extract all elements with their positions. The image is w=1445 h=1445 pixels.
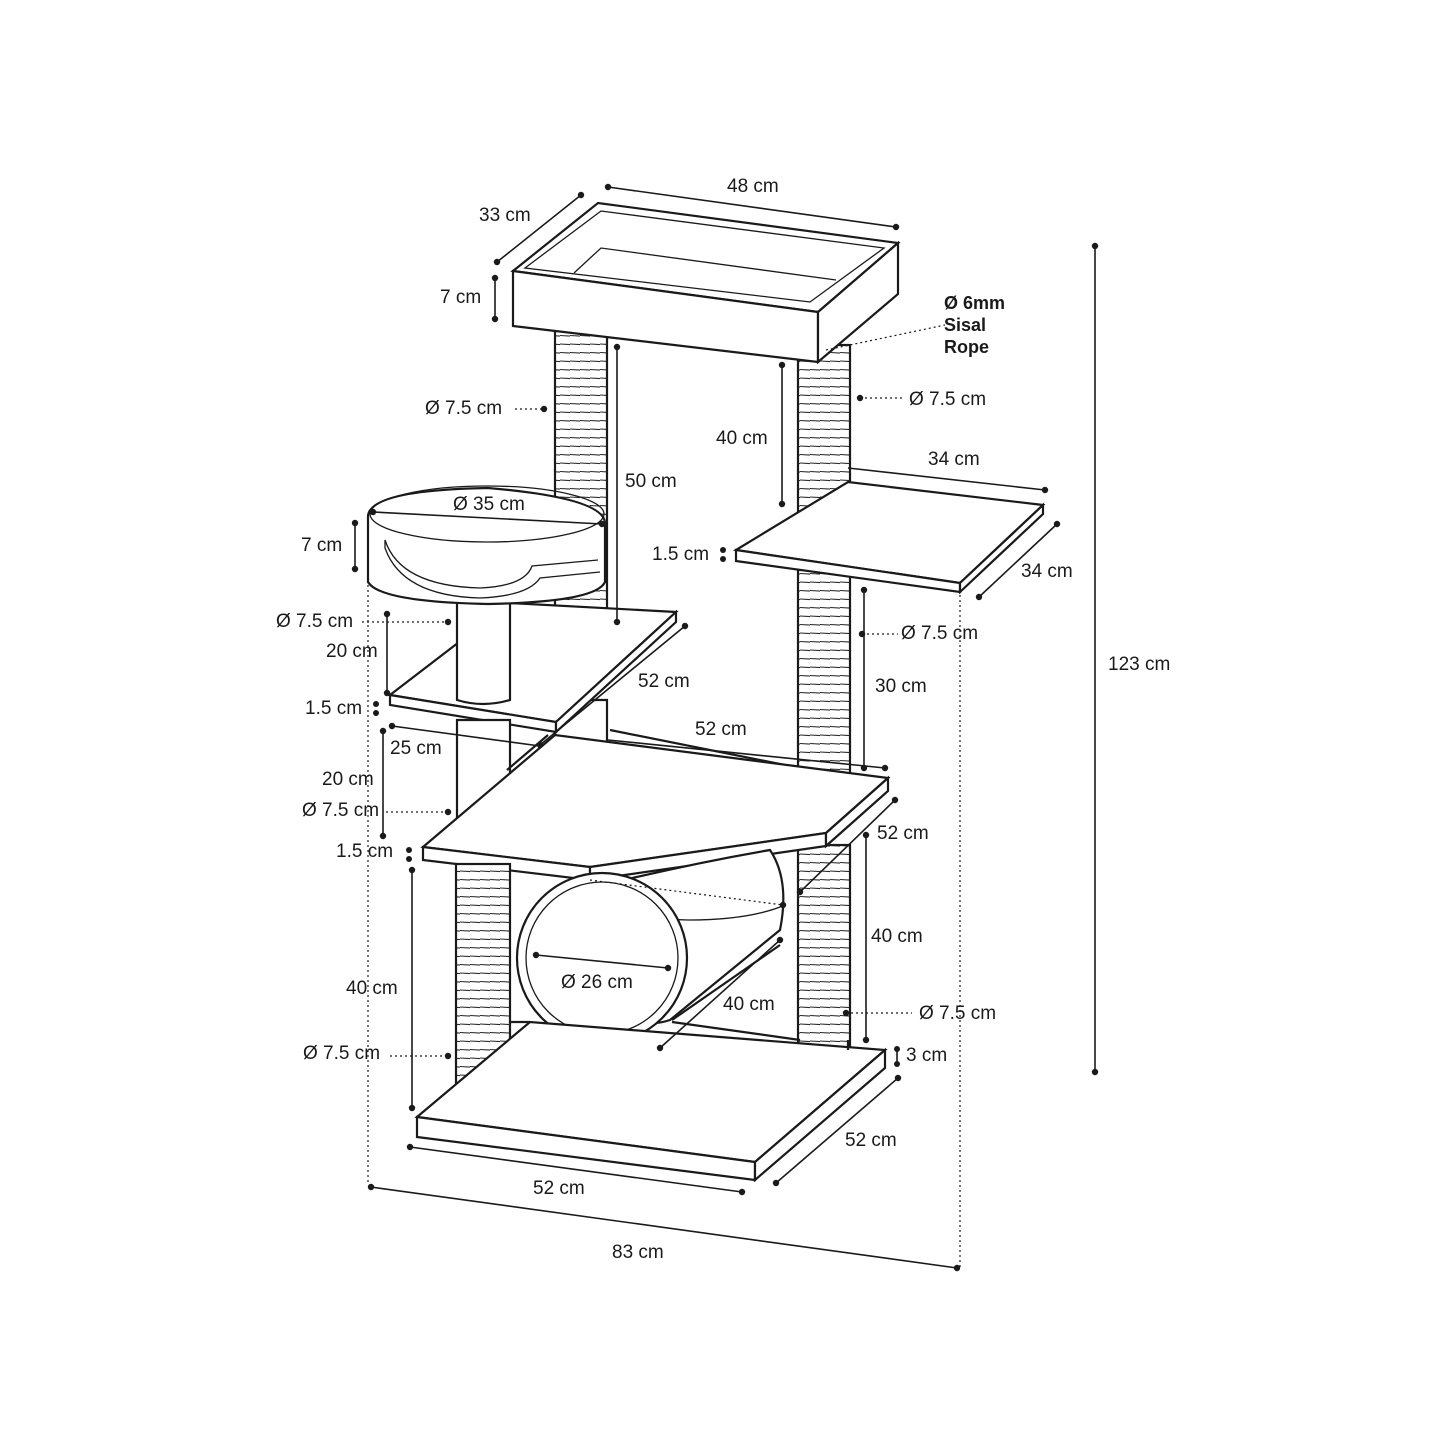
label-hex-shelf-thick: 1.5 cm [336,841,393,862]
label-mid-post-len: 20 cm [322,769,374,790]
label-bottom-right-post-len: 40 cm [871,926,923,947]
label-post-top-left-dia: Ø 7.5 cm [425,398,502,419]
label-tunnel-diameter: Ø 26 cm [561,972,633,993]
bed [366,485,607,606]
label-left-shelf-width: 52 cm [638,671,690,692]
label-right-shelf-depth: 34 cm [1021,561,1073,582]
label-overall-width: 83 cm [612,1242,664,1263]
label-bed-diameter: Ø 35 cm [453,494,525,515]
label-right-shelf-width: 34 cm [928,449,980,470]
label-rope-name-2: Rope [944,337,989,357]
label-overall-height: 123 cm [1108,654,1170,675]
label-top-height: 7 cm [440,287,481,308]
label-post-top-right-len: 40 cm [716,428,768,449]
label-post-top-left-len: 50 cm [625,471,677,492]
base [414,1020,888,1183]
label-left-shelf-thick: 1.5 cm [305,698,362,719]
label-base-thick: 3 cm [906,1045,947,1066]
label-base-width: 52 cm [533,1178,585,1199]
right-mid-post [796,568,852,797]
label-tunnel-length: 40 cm [723,994,775,1015]
bed-post [455,590,512,706]
label-right-shelf-thick: 1.5 cm [652,544,709,565]
label-rope-diameter: Ø 6mm [944,293,1005,313]
label-bottom-left-post-len: 40 cm [346,978,398,999]
label-mid-post-dia: Ø 7.5 cm [302,800,379,821]
right-shelf [732,480,1046,595]
label-bed-post-dia: Ø 7.5 cm [276,611,353,632]
hex-shelf [420,733,891,882]
label-post-top-right-dia: Ø 7.5 cm [909,389,986,410]
label-post-right-mid-dia: Ø 7.5 cm [901,623,978,644]
label-hex-shelf-width: 52 cm [695,719,747,740]
label-base-depth: 52 cm [845,1130,897,1151]
dimension-lines [351,183,1099,1272]
label-bottom-left-post-dia: Ø 7.5 cm [303,1043,380,1064]
tunnel [515,848,786,1045]
bottom-right-post [796,843,852,1065]
label-top-depth: 33 cm [479,205,531,226]
label-hex-shelf-depth: 52 cm [877,823,929,844]
top-platform [510,201,901,365]
label-rope-name-1: Sisal [944,315,986,335]
label-left-shelf-depth: 25 cm [390,738,442,759]
label-bed-post-len: 20 cm [326,641,378,662]
label-bed-height: 7 cm [301,535,342,556]
label-top-width: 48 cm [727,176,779,197]
label-post-right-mid-len: 30 cm [875,676,927,697]
label-bottom-right-post-dia: Ø 7.5 cm [919,1003,996,1024]
